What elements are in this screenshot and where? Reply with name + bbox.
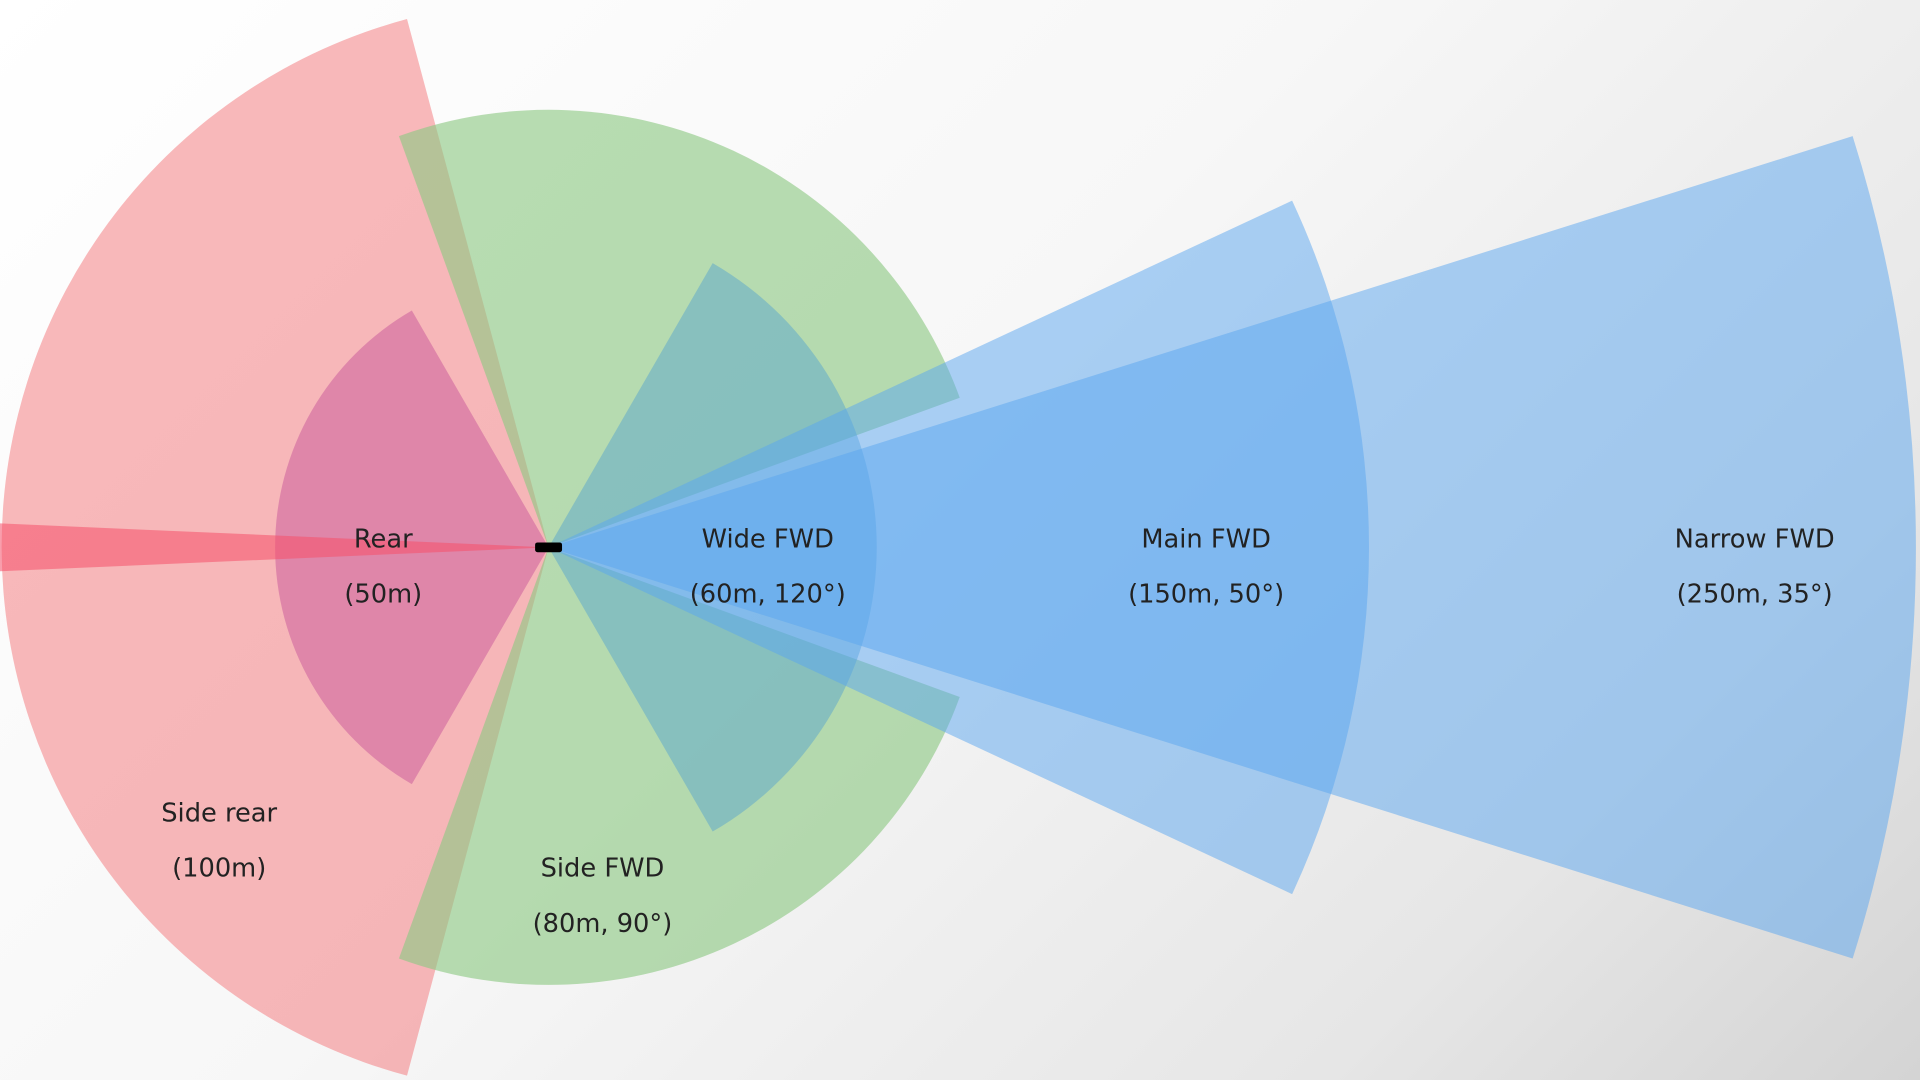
- coverage-wedge-narrow-fwd: [548, 136, 1916, 959]
- vehicle-icon: [535, 542, 563, 553]
- label-main-fwd: Main FWD (150m, 50°): [1128, 524, 1284, 609]
- label-spec: (60m, 120°): [690, 579, 846, 609]
- label-name: Side FWD: [541, 854, 665, 884]
- label-side-rear: Side rear (100m): [161, 799, 277, 884]
- label-spec: (80m, 90°): [533, 909, 673, 939]
- label-name: Side rear: [161, 799, 277, 829]
- label-spec: (50m): [344, 579, 422, 609]
- label-side-fwd: Side FWD (80m, 90°): [533, 854, 673, 939]
- coverage-wedges: [0, 19, 1916, 1076]
- label-narrow-fwd: Narrow FWD (250m, 35°): [1675, 524, 1835, 609]
- coverage-wedge-rear-sliver: [0, 523, 549, 572]
- label-name: Main FWD: [1141, 524, 1271, 554]
- label-name: Rear: [354, 524, 413, 554]
- label-name: Wide FWD: [702, 524, 834, 554]
- label-spec: (100m): [172, 854, 266, 884]
- label-wide-fwd: Wide FWD (60m, 120°): [690, 524, 846, 609]
- label-spec: (150m, 50°): [1128, 579, 1284, 609]
- label-spec: (250m, 35°): [1677, 579, 1833, 609]
- label-name: Narrow FWD: [1675, 524, 1835, 554]
- label-rear: Rear (50m): [344, 524, 422, 609]
